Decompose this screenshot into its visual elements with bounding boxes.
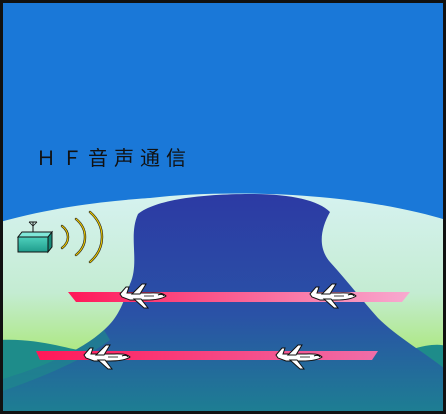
flight-route-upper bbox=[68, 292, 410, 302]
radio-transmitter-icon bbox=[16, 221, 54, 254]
radio-waves-icon bbox=[60, 210, 104, 264]
shore-shade-left bbox=[0, 330, 110, 392]
diagram-caption: ＨＦ音声通信 bbox=[36, 146, 192, 170]
